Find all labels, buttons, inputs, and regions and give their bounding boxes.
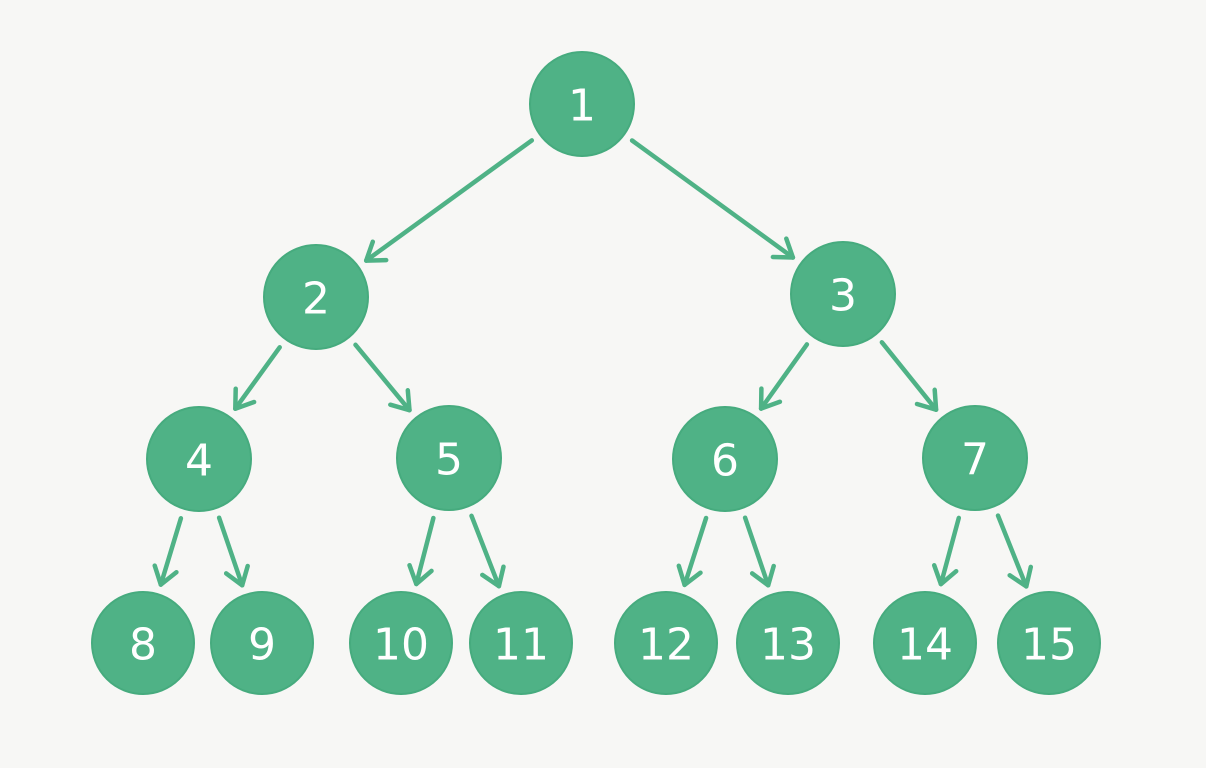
node-label: 13 — [760, 620, 816, 671]
node-label: 2 — [302, 274, 330, 325]
arrow-head-icon — [407, 562, 434, 587]
tree-node-14: 14 — [873, 591, 977, 695]
edge-line — [758, 342, 810, 411]
edges-layer — [152, 138, 1034, 589]
edge-line — [742, 515, 771, 588]
tree-node-6: 6 — [672, 406, 778, 512]
edge-2-to-5 — [353, 342, 412, 413]
tree-node-11: 11 — [469, 591, 573, 695]
tree-node-2: 2 — [263, 244, 369, 350]
node-label: 12 — [638, 620, 694, 671]
tree-node-3: 3 — [790, 241, 896, 347]
edge-line — [363, 138, 535, 263]
arrow-head-icon — [152, 563, 179, 587]
tree-node-10: 10 — [349, 591, 453, 695]
tree-node-5: 5 — [396, 405, 502, 511]
arrow-head-icon — [749, 563, 776, 588]
arrow-head-icon — [233, 386, 257, 411]
node-circle — [790, 241, 896, 347]
node-circle — [736, 591, 840, 695]
edge-5-to-10 — [407, 515, 436, 587]
edge-line — [414, 515, 436, 587]
edge-3-to-6 — [758, 342, 810, 411]
node-circle — [469, 591, 573, 695]
edge-7-to-15 — [995, 513, 1034, 589]
edge-4-to-8 — [152, 516, 184, 587]
node-circle — [997, 591, 1101, 695]
node-circle — [91, 591, 195, 695]
edge-6-to-13 — [742, 515, 776, 588]
tree-node-9: 9 — [210, 591, 314, 695]
edge-4-to-9 — [216, 515, 250, 588]
edge-line — [879, 340, 939, 412]
node-label: 7 — [961, 435, 989, 486]
node-circle — [210, 591, 314, 695]
edge-line — [938, 515, 962, 587]
node-label: 8 — [129, 620, 157, 671]
edge-1-to-3 — [629, 138, 796, 260]
edge-line — [469, 513, 502, 589]
node-label: 10 — [373, 620, 429, 671]
tree-node-4: 4 — [146, 406, 252, 512]
tree-node-7: 7 — [922, 405, 1028, 511]
tree-node-12: 12 — [614, 591, 718, 695]
node-circle — [349, 591, 453, 695]
node-label: 5 — [435, 435, 463, 486]
edge-line — [233, 345, 282, 411]
node-circle — [672, 406, 778, 512]
node-circle — [614, 591, 718, 695]
arrow-head-icon — [363, 239, 389, 263]
edge-3-to-7 — [879, 340, 939, 412]
arrow-head-icon — [480, 564, 506, 589]
edge-line — [629, 138, 796, 260]
edge-7-to-14 — [931, 515, 962, 587]
node-label: 15 — [1021, 620, 1077, 671]
node-label: 14 — [897, 620, 953, 671]
tree-node-1: 1 — [529, 51, 635, 157]
node-circle — [263, 244, 369, 350]
edge-line — [682, 515, 709, 588]
edge-line — [995, 513, 1029, 589]
edge-6-to-12 — [676, 515, 709, 588]
arrow-head-icon — [758, 386, 783, 411]
edge-2-to-4 — [233, 345, 282, 411]
node-circle — [873, 591, 977, 695]
node-label: 4 — [185, 436, 213, 487]
arrow-head-icon — [931, 563, 959, 587]
node-label: 1 — [568, 81, 596, 132]
edge-1-to-2 — [363, 138, 535, 263]
arrow-head-icon — [676, 563, 703, 588]
edge-5-to-11 — [469, 513, 506, 589]
tree-node-13: 13 — [736, 591, 840, 695]
edge-line — [353, 342, 412, 413]
node-circle — [922, 405, 1028, 511]
arrow-head-icon — [388, 388, 412, 413]
node-circle — [529, 51, 635, 157]
tree-node-8: 8 — [91, 591, 195, 695]
node-label: 6 — [711, 436, 739, 487]
edge-line — [158, 516, 184, 587]
node-circle — [396, 405, 502, 511]
arrow-head-icon — [1007, 564, 1034, 589]
arrow-head-icon — [770, 236, 796, 260]
node-label: 9 — [248, 620, 276, 671]
node-label: 11 — [493, 620, 549, 671]
node-label: 3 — [829, 271, 857, 322]
node-circle — [146, 406, 252, 512]
edge-line — [216, 515, 245, 588]
tree-node-15: 15 — [997, 591, 1101, 695]
arrow-head-icon — [914, 387, 939, 412]
arrow-head-icon — [223, 563, 250, 588]
